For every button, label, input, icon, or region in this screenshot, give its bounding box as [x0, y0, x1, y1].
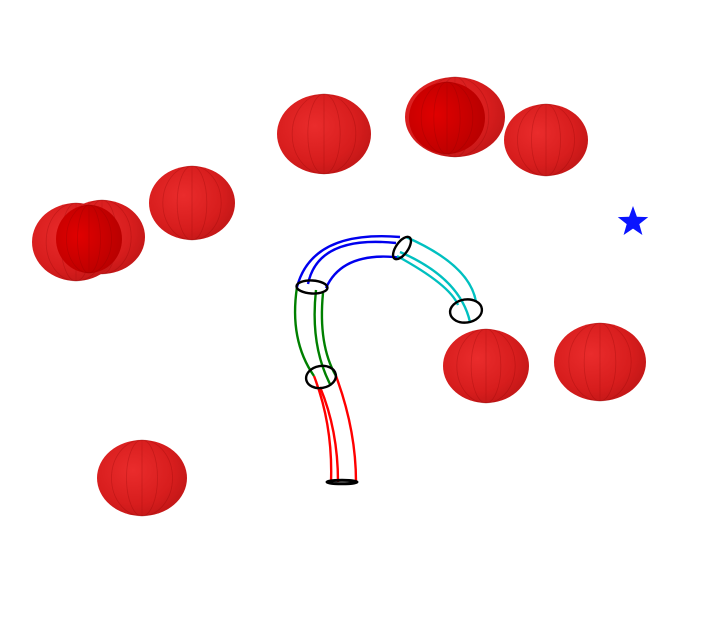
obstacle-mesh-line: [88, 204, 90, 274]
obstacle-mesh-line: [420, 81, 474, 155]
obstacle-mesh-line: [176, 165, 208, 241]
obstacle-mesh-line: [583, 322, 617, 402]
obstacle-mesh-line: [111, 439, 173, 517]
segment-red-right: [334, 375, 358, 483]
segment-green-mid: [313, 289, 332, 385]
joint-ring-2: [295, 279, 329, 295]
goal-star-icon: [617, 206, 649, 235]
segment-red-mid: [318, 386, 340, 483]
obstacle-mesh-line: [307, 93, 341, 175]
obstacle-sphere: [443, 329, 529, 403]
obstacle-mesh-line: [323, 93, 325, 175]
obstacle-mesh-line: [568, 322, 632, 402]
obstacle-mesh-line: [126, 439, 158, 517]
segment-cyan-mid: [399, 250, 472, 323]
base-ring: [325, 478, 359, 486]
segment-cyan-outer: [405, 235, 478, 303]
obstacle-mesh-line: [583, 322, 617, 402]
obstacle-mesh-line: [568, 322, 632, 402]
robot-arm: [293, 235, 484, 486]
obstacle-mesh-line: [470, 328, 502, 404]
obstacle-sphere: [97, 440, 187, 516]
obstacle-mesh-line: [433, 81, 461, 155]
obstacle-mesh-line: [517, 103, 575, 177]
obstacle-mesh-line: [66, 204, 112, 274]
obstacle-mesh-line: [531, 103, 561, 177]
segment-blue-mid: [306, 240, 397, 285]
obstacle-mesh-line: [545, 103, 547, 177]
obstacle-mesh-line: [162, 165, 222, 241]
obstacle-mesh-line: [517, 103, 575, 177]
obstacle-mesh-line: [111, 439, 173, 517]
obstacle-mesh-line: [77, 204, 101, 274]
obstacle-mesh-line: [531, 103, 561, 177]
obstacle-mesh-line: [433, 81, 461, 155]
obstacle-mesh-line: [126, 439, 158, 517]
obstacle-mesh-line: [456, 328, 516, 404]
obstacle-mesh-line: [176, 165, 208, 241]
obstacle-mesh-line: [307, 93, 341, 175]
obstacle-mesh-line: [291, 93, 357, 175]
obstacle-mesh-line: [446, 81, 448, 155]
segment-green-left: [293, 286, 315, 377]
obstacle-mesh-line: [141, 439, 143, 517]
joint-ring-3: [391, 235, 413, 261]
segment-red-left: [312, 375, 333, 483]
segment-green-right: [320, 292, 338, 377]
obstacle-mesh-line: [162, 165, 222, 241]
segment-blue-outer: [295, 235, 401, 288]
obstacle-mesh-line: [599, 322, 601, 402]
obstacles-group: [32, 76, 646, 517]
obstacle-sphere: [554, 323, 646, 401]
obstacle-mesh-line: [291, 93, 357, 175]
obstacle-mesh-line: [485, 328, 487, 404]
obstacle-sphere: [409, 82, 485, 154]
obstacle-mesh-line: [77, 204, 101, 274]
tip-ring: [448, 298, 484, 324]
segment-cyan-inner: [396, 254, 460, 306]
obstacle-mesh-line: [66, 204, 112, 274]
obstacle-sphere: [56, 205, 122, 273]
obstacle-mesh-line: [470, 328, 502, 404]
obstacle-mesh-line: [420, 81, 474, 155]
obstacle-sphere: [504, 104, 588, 176]
joint-ring-1: [304, 364, 338, 390]
obstacle-sphere: [149, 166, 235, 240]
obstacle-sphere: [277, 94, 371, 174]
obstacle-mesh-line: [191, 165, 193, 241]
obstacle-mesh-line: [456, 328, 516, 404]
segment-blue-inner: [324, 255, 404, 289]
